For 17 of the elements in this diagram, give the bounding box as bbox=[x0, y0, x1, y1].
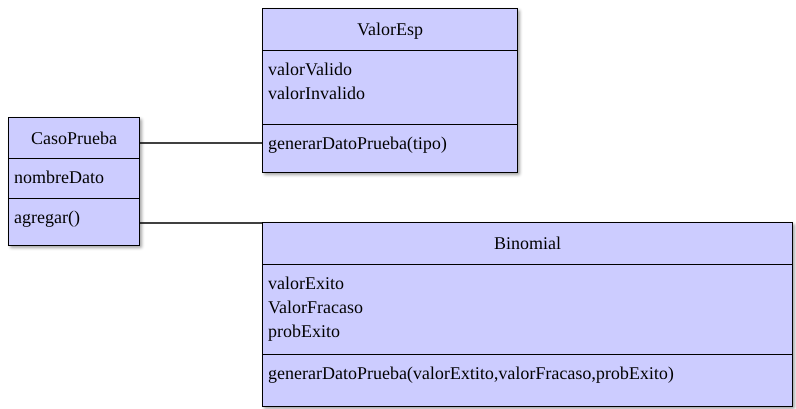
class-box bbox=[262, 8, 518, 173]
association-line bbox=[140, 222, 262, 224]
method-text: generarDatoPrueba(tipo) bbox=[268, 132, 447, 155]
class-name: CasoPrueba bbox=[31, 127, 117, 150]
method-text: generarDatoPrueba(valorExtito,valorFracaso,probExito) bbox=[268, 362, 674, 385]
attribute-text: nombreDato bbox=[14, 166, 104, 189]
association-line bbox=[140, 142, 262, 144]
class-name: Binomial bbox=[494, 232, 561, 255]
class-name: ValorEsp bbox=[357, 18, 423, 41]
attribute-text: probExito bbox=[268, 320, 340, 343]
attribute-text: ValorFracaso bbox=[268, 296, 363, 319]
attribute-text: valorValido bbox=[268, 58, 352, 81]
class-box bbox=[262, 222, 793, 407]
attribute-text: valorInvalido bbox=[268, 82, 365, 105]
attribute-text: valorExito bbox=[268, 272, 344, 295]
class-box bbox=[8, 117, 140, 246]
method-text: agregar() bbox=[14, 206, 80, 229]
